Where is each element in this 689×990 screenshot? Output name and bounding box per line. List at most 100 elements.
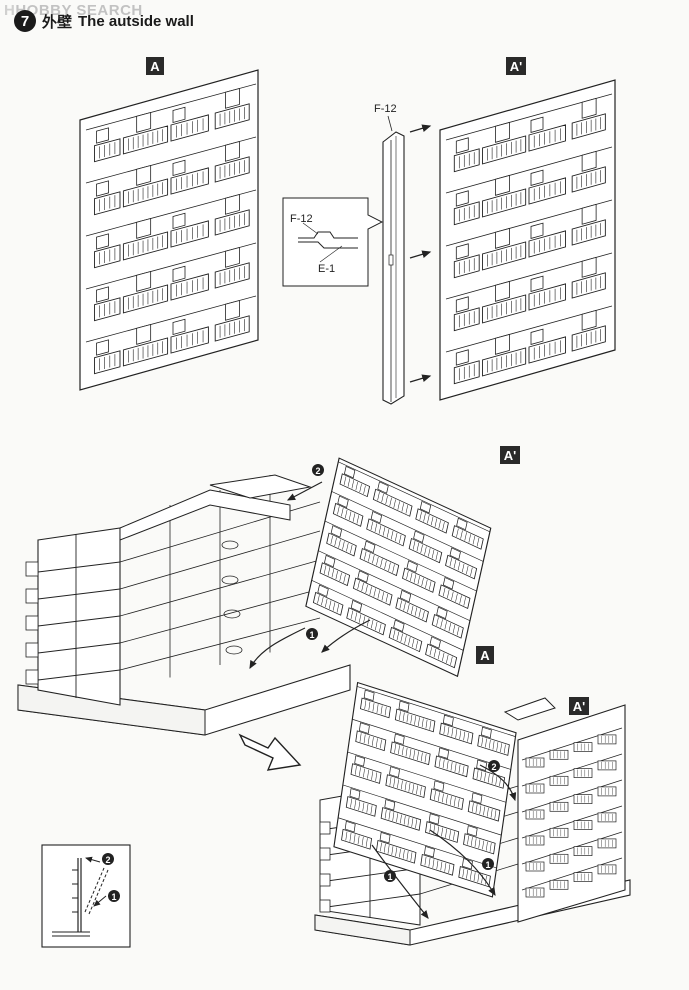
frame-bot-side-balcony — [319, 873, 331, 887]
tilted-bottom-row — [338, 817, 497, 888]
building-frame-middle — [17, 474, 351, 736]
tilted-bottom-row — [352, 718, 511, 789]
bottom-a-prime-row — [521, 805, 623, 846]
label-a-prime-bottom: A' — [569, 697, 589, 715]
frame-bot-floor-front — [319, 867, 421, 883]
bottom-a-prime-row — [521, 831, 623, 872]
panel-a-row — [85, 242, 257, 322]
tilted-mid-row — [324, 520, 477, 609]
frame-mid-floor-front — [37, 588, 121, 600]
label-a-bottom-text: A — [480, 648, 490, 663]
f12-leader — [387, 115, 393, 132]
tilted-mid-row — [331, 491, 484, 580]
side-view-balconies — [72, 869, 78, 913]
tilted-bottom-row — [347, 751, 507, 822]
seq-1-mid-text: 1 — [309, 630, 314, 640]
bottom-arrows — [371, 764, 517, 919]
panel-a-prime-row — [445, 93, 613, 173]
tilted-bottom-row — [342, 784, 502, 855]
seq-2-mid-text: 2 — [315, 466, 320, 476]
middle-arrows — [249, 481, 371, 670]
frame-mid-floor-front — [37, 669, 121, 681]
part-f12-rail — [382, 131, 405, 405]
tilted-panel-a-prime-middle — [305, 457, 492, 678]
frame-mid-side-balcony — [25, 588, 39, 604]
watermark-text: HOBBY SEARCH — [15, 2, 143, 19]
bottom-a-prime-rows — [521, 727, 623, 898]
label-a-prime-mid-text: A' — [504, 448, 516, 463]
panel-a-row — [85, 83, 257, 163]
facade-panel-a-prime — [439, 79, 616, 401]
bottom-a-prime-row — [521, 753, 623, 794]
panel-a-prime-row — [445, 146, 613, 226]
seq-2-side: 2 — [102, 853, 114, 865]
hollow-arrow — [238, 733, 302, 771]
panel-a-prime-row — [445, 199, 613, 279]
side-view-inset — [41, 844, 131, 948]
step-header: 7 外壁 The autside wall — [14, 10, 194, 32]
tilted-bottom-row — [357, 686, 516, 756]
detail-e1-label: E-1 — [318, 263, 335, 275]
panel-a-prime-balcony-rows — [445, 93, 613, 385]
frame-bot-side-balcony — [319, 899, 331, 913]
step-title-english: The autside wall — [78, 12, 194, 30]
tilted-mid-row — [311, 580, 464, 669]
panel-a-prime-row — [445, 252, 613, 332]
frame-mid-cylinder — [223, 609, 241, 619]
label-a-top: A — [146, 57, 164, 75]
seq-1-bottom-a: 1 — [384, 870, 396, 882]
frame-mid-cylinder — [225, 645, 243, 655]
label-a-prime-top: A' — [506, 57, 526, 75]
label-a-prime-mid: A' — [500, 446, 520, 464]
frame-mid-side-balcony — [25, 642, 39, 658]
step-title-japanese: 外壁 — [42, 12, 73, 31]
frame-bot-floor-front — [319, 893, 421, 909]
watermark-logo: H — [4, 2, 16, 19]
bottom-a-prime-row — [521, 779, 623, 820]
facade-panel-a — [79, 69, 259, 391]
tilted-bottom-rows — [338, 686, 516, 888]
panel-a-row — [85, 189, 257, 269]
bottom-a-prime-row — [521, 727, 623, 768]
tilted-mid-row — [318, 550, 471, 639]
frame-bot-side-balcony — [319, 821, 331, 835]
label-a-bottom: A — [476, 646, 494, 664]
bottom-a-prime-row — [521, 857, 623, 898]
part-f12-label: F-12 — [374, 103, 397, 115]
seq-1-side-text: 1 — [111, 892, 116, 902]
frame-mid-cylinder — [221, 540, 239, 550]
frame-mid-floor-front — [37, 561, 121, 573]
tilted-panel-a-bottom — [333, 681, 517, 898]
seq-1-side: 1 — [108, 890, 120, 902]
panel-a-row — [85, 136, 257, 216]
label-a-top-text: A — [150, 59, 160, 74]
frame-mid-floor-front — [37, 615, 121, 627]
hobby-search-watermark: HHOBBY SEARCH — [4, 2, 143, 19]
seq-2-bottom-text: 2 — [491, 762, 496, 772]
frame-bot-side-balcony — [319, 847, 331, 861]
seq-1-bottom-b-text: 1 — [485, 860, 490, 870]
seq-1-bottom-b: 1 — [482, 858, 494, 870]
tilted-mid-rows — [311, 461, 490, 669]
frame-mid-side-balcony — [25, 561, 39, 577]
frame-middle-floors — [25, 475, 321, 685]
seq-2-side-text: 2 — [105, 855, 110, 865]
tilted-mid-row — [338, 461, 490, 550]
seq-1-mid: 1 — [306, 628, 318, 640]
frame-mid-cylinder — [221, 575, 239, 585]
seq-2-bottom: 2 — [488, 760, 500, 772]
detail-inset — [282, 197, 384, 287]
panel-a-balcony-rows — [85, 83, 257, 375]
frame-mid-side-balcony — [25, 669, 39, 685]
label-a-prime-top-text: A' — [510, 59, 522, 74]
panel-a-row — [85, 295, 257, 375]
label-a-prime-bottom-text: A' — [573, 699, 585, 714]
rail-arrows — [409, 124, 432, 383]
seq-1-bottom-a-text: 1 — [387, 872, 392, 882]
seq-2-mid: 2 — [312, 464, 324, 476]
panel-a-prime-row — [445, 305, 613, 385]
frame-mid-floor-front — [37, 642, 121, 654]
detail-f12-label: F-12 — [290, 213, 313, 225]
